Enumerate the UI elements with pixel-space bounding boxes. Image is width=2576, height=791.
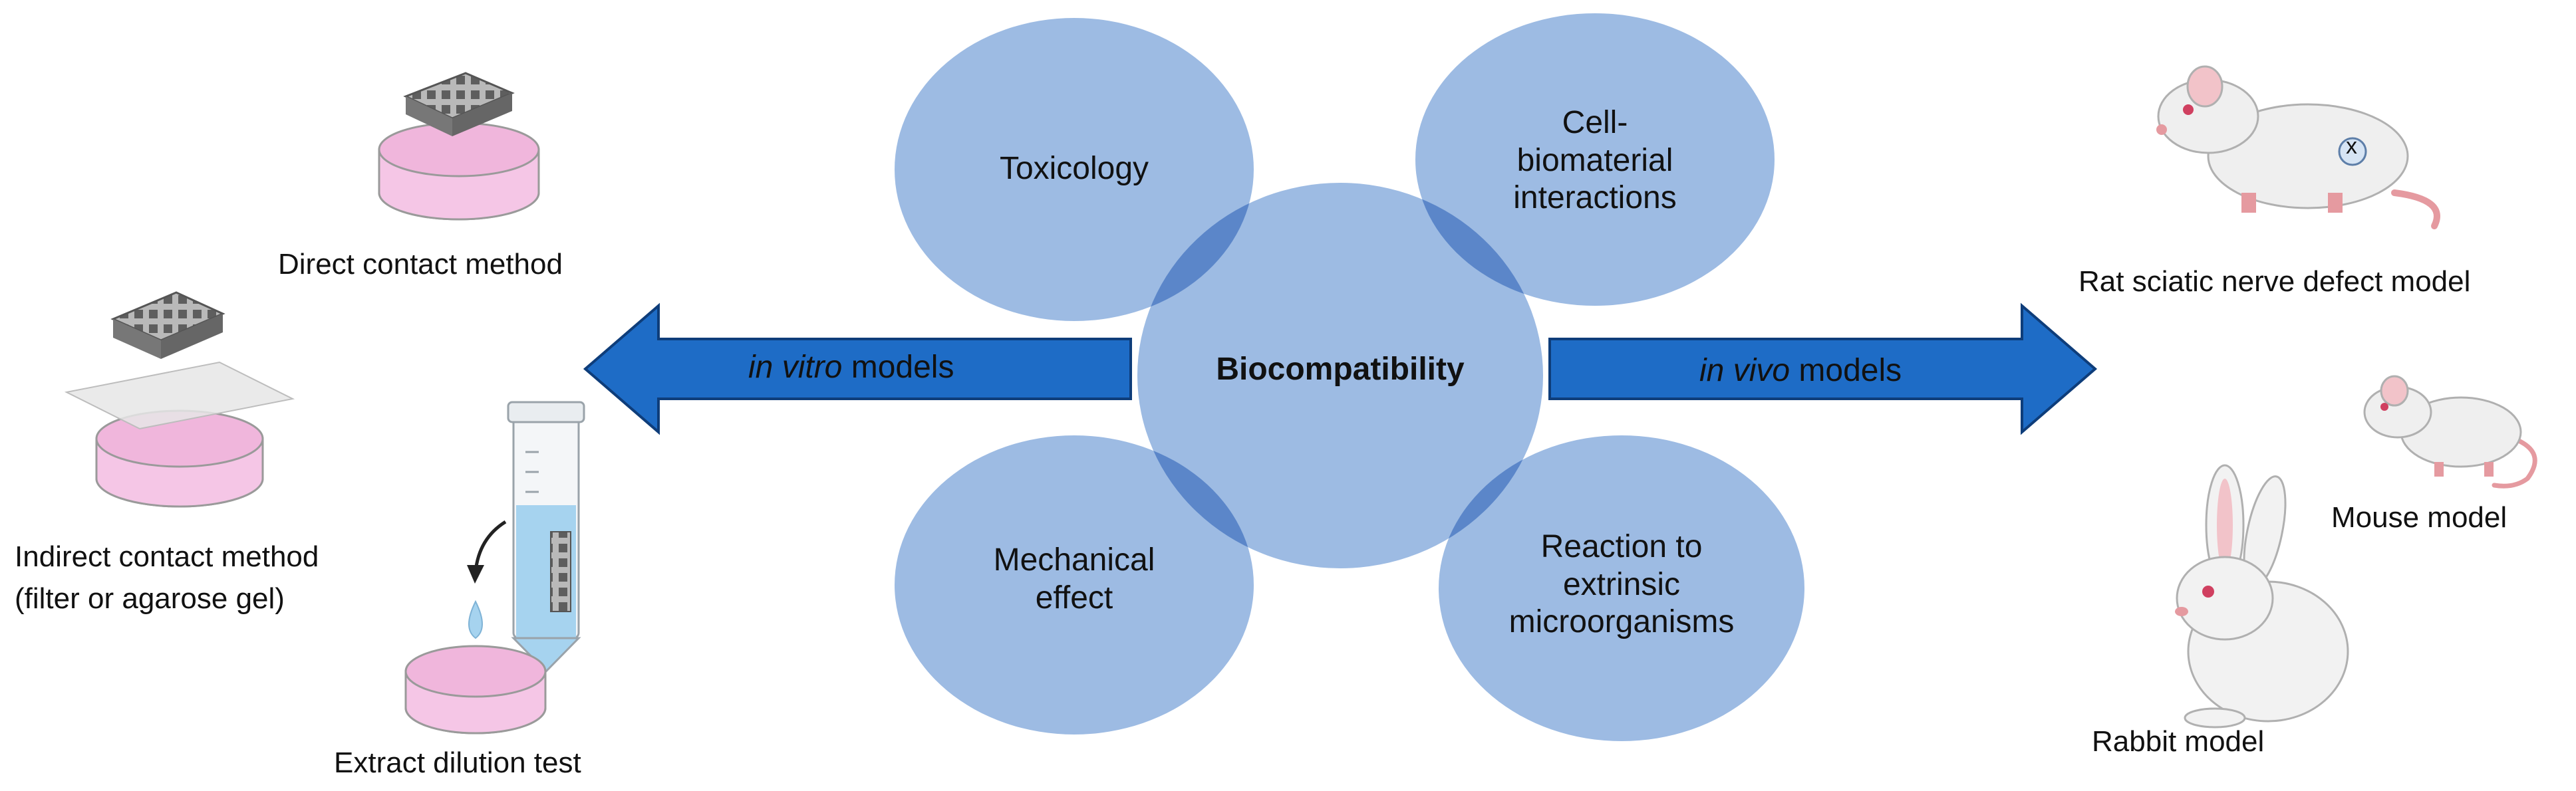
petal-group (895, 13, 1804, 741)
petal-reaction (1439, 435, 1804, 741)
in-vitro-italic: in vitro (748, 350, 843, 385)
cell-line-2: biomaterial (1516, 142, 1673, 178)
rat-marker-label: x (2346, 134, 2357, 159)
mouse-model-label: Mouse model (2331, 501, 2507, 534)
petal-mechanical (895, 435, 1254, 734)
curved-arrow-icon (474, 520, 507, 572)
extract-dilution-label: Extract dilution test (334, 746, 581, 779)
petal-label-reaction: Reaction to extrinsic microorganisms (1489, 528, 1755, 641)
center-circle (1137, 183, 1543, 568)
rabbit-model-label: Rabbit model (2092, 725, 2265, 758)
extract-dilution-illustration (404, 401, 585, 734)
rat-tail (2391, 189, 2440, 229)
petal-label-toxicology: Toxicology (999, 151, 1149, 186)
indirect-scaffold-icon (110, 291, 225, 359)
indirect-contact-label-1: Indirect contact method (15, 540, 319, 573)
centrifuge-tube-icon (507, 401, 585, 673)
mechanical-line-1: Mechanical (993, 542, 1155, 578)
in-vivo-arrow (1548, 302, 2098, 435)
in-vivo-italic: in vivo (1699, 353, 1790, 388)
petal-toxicology (895, 18, 1254, 321)
direct-scaffold-icon (403, 72, 515, 136)
reaction-line-2: extrinsic (1562, 566, 1681, 602)
rat-illustration (2156, 65, 2440, 229)
indirect-contact-label-2: (filter or agarose gel) (15, 582, 285, 615)
direct-contact-illustration (378, 72, 540, 221)
mechanical-line-2: effect (1035, 580, 1113, 616)
reaction-line-3: microorganisms (1508, 604, 1735, 640)
petal-label-cell-interactions: Cell- biomaterial interactions (1462, 104, 1728, 217)
petal-label-mechanical: Mechanical effect (941, 542, 1207, 617)
cell-line-1: Cell- (1562, 105, 1628, 140)
in-vitro-rest: models (842, 350, 954, 385)
filter-sheet (64, 361, 295, 430)
in-vivo-rest: models (1790, 353, 1902, 388)
rat-model-label: Rat sciatic nerve defect model (2078, 265, 2471, 298)
direct-contact-label: Direct contact method (278, 248, 563, 281)
mouse-illustration (2363, 375, 2537, 489)
indirect-contact-illustration (64, 291, 295, 508)
droplet-icon (468, 600, 483, 639)
in-vitro-arrow (583, 302, 1132, 435)
rabbit-illustration (2175, 464, 2349, 729)
petal-cell-interactions (1415, 13, 1775, 306)
reaction-line-1: Reaction to (1540, 529, 1703, 564)
in-vivo-label: in vivo models (1699, 352, 1902, 389)
cell-line-3: interactions (1513, 180, 1677, 216)
defect-marker-icon (2338, 137, 2367, 166)
center-label: Biocompatibility (1216, 352, 1465, 387)
in-vitro-label: in vitro models (748, 349, 954, 386)
